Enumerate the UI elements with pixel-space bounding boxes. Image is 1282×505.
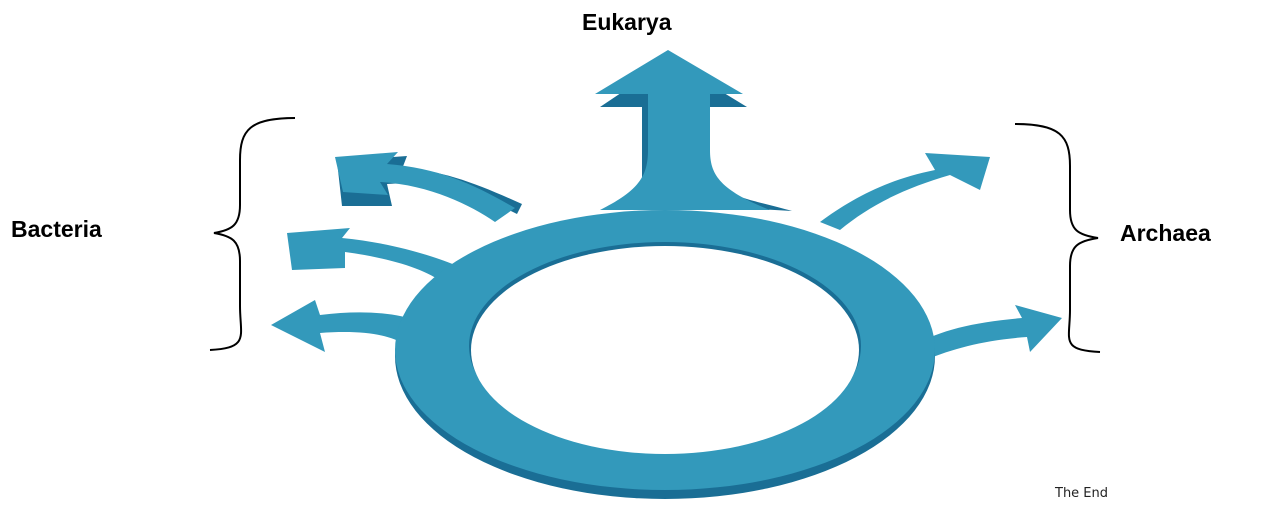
footer-text: The End <box>1055 486 1108 501</box>
ring <box>395 210 935 499</box>
eukarya-arrow <box>595 50 770 210</box>
bacteria-arrow-middle <box>287 228 455 285</box>
bacteria-label: Bacteria <box>11 216 102 243</box>
eukarya-label: Eukarya <box>582 9 672 36</box>
archaea-label: Archaea <box>1120 220 1211 247</box>
archaea-arrow-bottom <box>915 305 1062 360</box>
bacteria-arrow-top <box>335 152 515 222</box>
curly-brace-icon <box>210 118 295 350</box>
archaea-arrow-top <box>820 153 990 230</box>
